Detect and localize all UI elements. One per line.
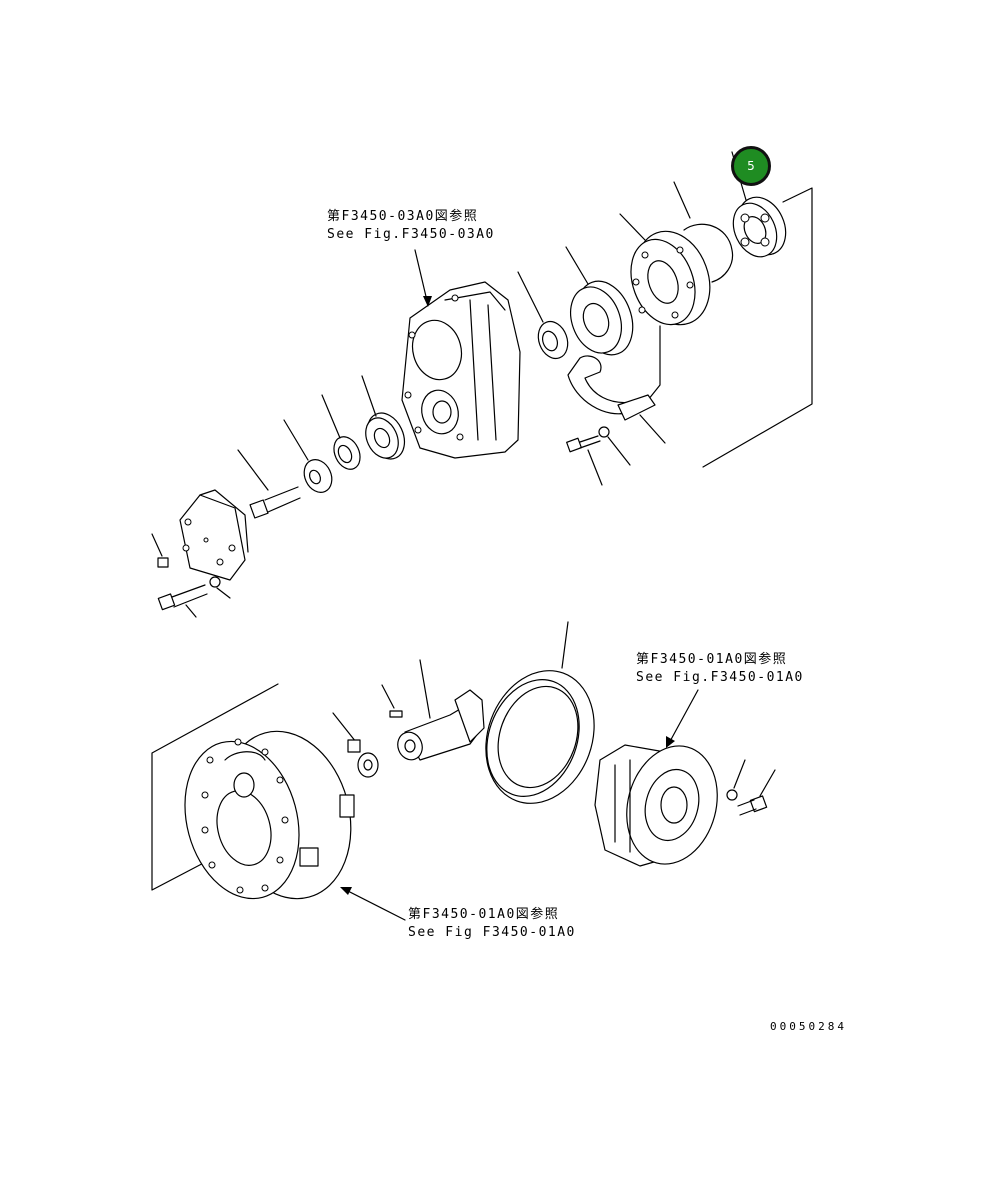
spacer-ring bbox=[333, 436, 361, 470]
taper-roller-bearing bbox=[570, 280, 634, 356]
arrow-axle-housing bbox=[340, 887, 352, 895]
callout-number: 5 bbox=[747, 159, 755, 173]
left-bearing bbox=[365, 412, 406, 460]
leader-axle-housing bbox=[341, 887, 406, 921]
leader-snap-ring bbox=[673, 181, 691, 219]
part-5-bearing bbox=[732, 196, 787, 258]
leader-nut bbox=[151, 533, 163, 557]
leader-taper-bearing bbox=[565, 246, 589, 285]
leader-ring-gear bbox=[561, 621, 569, 669]
bolt-middle bbox=[249, 486, 301, 519]
leader-washer-ll bbox=[216, 587, 231, 599]
retaining-plate bbox=[617, 394, 656, 421]
transfer-case-housing bbox=[401, 281, 521, 459]
end-cover bbox=[179, 489, 249, 581]
leader-bolt-ur bbox=[587, 449, 603, 486]
leader-housing bbox=[414, 249, 429, 306]
bolt-lower-left bbox=[157, 584, 208, 611]
reference-jp: 第F3450-01A0図参照 bbox=[408, 907, 560, 922]
leader-small-bearing bbox=[517, 271, 544, 323]
ring-gear bbox=[485, 670, 595, 804]
leader-bolt-ll bbox=[185, 604, 197, 618]
snap-ring bbox=[683, 223, 734, 283]
reference-note-axle-housing: 第F3450-01A0図参照 See Fig F3450-01A0 bbox=[408, 906, 576, 942]
reference-note-differential: 第F3450-01A0図参照 See Fig.F3450-01A0 bbox=[636, 651, 804, 687]
leader-bolt-middle bbox=[237, 449, 269, 491]
arrow-housing bbox=[423, 296, 432, 307]
upper-boundary-line bbox=[702, 187, 813, 468]
leader-pin bbox=[381, 684, 395, 709]
leader-washer-ur bbox=[607, 436, 631, 466]
pinion-shaft bbox=[397, 689, 485, 761]
pin bbox=[389, 710, 403, 718]
leader-differential bbox=[667, 689, 699, 746]
differential-assembly bbox=[594, 744, 718, 867]
reference-jp: 第F3450-03A0図参照 bbox=[327, 209, 479, 224]
callout-badge-5[interactable]: 5 bbox=[731, 146, 771, 186]
collar bbox=[357, 752, 379, 778]
small-bearing bbox=[537, 320, 569, 360]
reference-jp: 第F3450-01A0図参照 bbox=[636, 652, 788, 667]
washer-upper-right bbox=[598, 426, 610, 438]
axle-housing bbox=[184, 730, 355, 900]
bolt-upper-right bbox=[566, 435, 601, 453]
leader-pinion bbox=[419, 659, 431, 719]
leader-collar bbox=[332, 712, 357, 743]
cage-bracket bbox=[647, 325, 661, 401]
half-shell bbox=[567, 355, 633, 415]
washer-lower-left bbox=[209, 576, 221, 588]
reference-note-housing: 第F3450-03A0図参照 See Fig.F3450-03A0 bbox=[327, 208, 495, 244]
key bbox=[347, 739, 361, 753]
leader-left-bearing bbox=[361, 375, 377, 417]
drawing-code: 00050284 bbox=[770, 1020, 847, 1033]
reference-en: See Fig.F3450-01A0 bbox=[636, 670, 804, 685]
leader-cage bbox=[619, 213, 646, 241]
arrow-differential bbox=[666, 736, 675, 748]
coupling-flange bbox=[303, 459, 333, 493]
reference-en: See Fig.F3450-03A0 bbox=[327, 227, 495, 242]
leader-spacer bbox=[321, 394, 341, 439]
leader-plate bbox=[639, 414, 666, 444]
bolt-right bbox=[737, 795, 768, 816]
lower-boundary-line bbox=[151, 683, 279, 891]
leader-washer-right bbox=[733, 759, 746, 789]
leader-coupling bbox=[283, 419, 309, 461]
washer-right bbox=[726, 789, 738, 801]
bearing-cage bbox=[630, 230, 711, 326]
reference-en: See Fig F3450-01A0 bbox=[408, 925, 576, 940]
nut-left bbox=[157, 557, 169, 568]
leader-bolt-right bbox=[759, 769, 776, 797]
